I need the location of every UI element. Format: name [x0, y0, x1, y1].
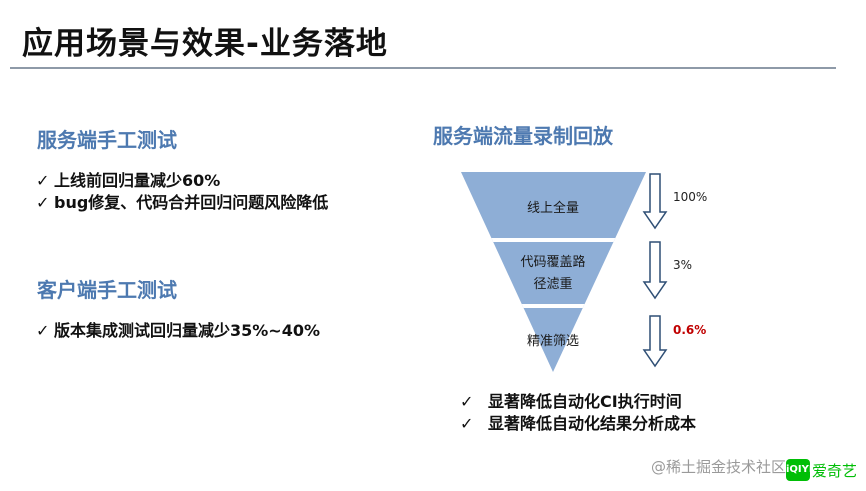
down-arrow-icon	[642, 315, 668, 368]
funnel-label-all-traffic: 线上全量	[527, 200, 579, 216]
client-manual-test-heading: 客户端手工测试	[37, 278, 177, 302]
page-title: 应用场景与效果-业务落地	[22, 26, 388, 62]
outcome-item: ✓显著降低自动化CI执行时间	[460, 392, 682, 411]
outcome-item: ✓显著降低自动化结果分析成本	[460, 414, 697, 433]
client-benefit-item: ✓版本集成测试回归量减少35%~40%	[36, 321, 321, 340]
check-icon: ✓	[36, 193, 50, 212]
percent-coverage: 3%	[673, 258, 692, 272]
percent-all-traffic: 100%	[673, 190, 707, 204]
server-benefit-item: ✓上线前回归量减少60%	[36, 171, 221, 190]
check-icon: ✓	[36, 171, 50, 190]
iqiyi-logo: iQIYI 爱奇艺	[786, 459, 857, 483]
title-divider	[10, 67, 836, 69]
watermark: @稀土掘金技术社区	[650, 458, 786, 476]
down-arrow-icon	[642, 173, 668, 230]
check-icon: ✓	[36, 321, 50, 340]
percent-precise: 0.6%	[673, 323, 706, 337]
check-icon: ✓	[460, 414, 474, 433]
server-manual-test-heading: 服务端手工测试	[37, 128, 177, 152]
funnel-label-coverage-line2: 径滤重	[533, 276, 572, 292]
funnel-tier-1	[461, 172, 646, 240]
funnel-label-coverage-line1: 代码覆盖路	[520, 254, 585, 270]
funnel-tier-2	[461, 240, 646, 306]
server-benefit-item: ✓bug修复、代码合并回归问题风险降低	[36, 193, 329, 212]
traffic-replay-heading: 服务端流量录制回放	[433, 124, 613, 148]
check-icon: ✓	[460, 392, 474, 411]
down-arrow-icon	[642, 241, 668, 300]
logo-badge: iQIYI	[786, 459, 813, 481]
logo-text: 爱奇艺	[812, 462, 858, 480]
funnel-label-precise-filter: 精准筛选	[527, 334, 579, 349]
